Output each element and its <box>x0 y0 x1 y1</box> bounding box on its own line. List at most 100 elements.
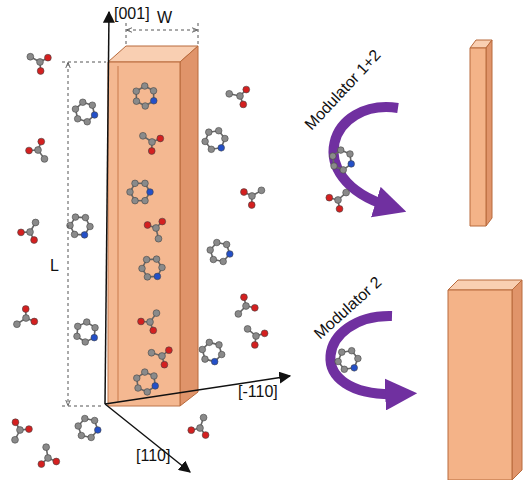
carbon-atom <box>43 444 50 451</box>
oxygen-atom <box>241 294 248 301</box>
carbon-atom <box>206 339 213 346</box>
oxygen-atom <box>138 318 145 325</box>
acetate-molecule <box>14 306 38 328</box>
acetate-molecule <box>144 218 166 242</box>
axis-110 <box>105 404 190 472</box>
carbon-atom <box>215 127 222 134</box>
carbon-atom <box>235 310 242 317</box>
dimension-line <box>62 406 104 407</box>
carbon-atom <box>74 323 81 330</box>
acetate-molecule <box>27 53 51 74</box>
carbon-atom <box>27 229 34 236</box>
pyridine-molecule <box>75 415 101 441</box>
pyridine-molecule <box>127 180 154 204</box>
carbon-atom <box>335 197 342 204</box>
carbon-atom <box>210 256 217 263</box>
oxygen-atom <box>38 461 45 468</box>
carbon-atom <box>132 180 139 187</box>
oxygen-atom <box>150 327 157 334</box>
carbon-atom <box>153 256 160 263</box>
oxygen-atom <box>248 202 255 209</box>
carbon-atom <box>83 319 90 326</box>
carbon-atom <box>237 93 244 100</box>
oxygen-atom <box>240 101 247 108</box>
carbon-atom <box>89 102 96 109</box>
carbon-atom <box>32 219 39 226</box>
acetate-molecule <box>235 294 258 317</box>
oxygen-atom <box>188 427 195 434</box>
carbon-atom <box>218 351 225 358</box>
nitrogen-atom <box>152 383 159 390</box>
oxygen-atom <box>44 54 51 61</box>
carbon-atom <box>244 326 251 333</box>
carbon-atom <box>139 265 146 272</box>
carbon-atom <box>143 256 150 263</box>
oxygen-atom <box>251 304 258 311</box>
dimension-label: W <box>157 10 172 26</box>
oxygen-atom <box>161 361 168 368</box>
carbon-atom <box>200 414 207 421</box>
carbon-atom <box>223 241 230 248</box>
acetate-molecule <box>26 138 48 162</box>
carbon-atom <box>243 303 250 310</box>
oxygen-atom <box>157 135 164 142</box>
carbon-atom <box>71 231 78 238</box>
carbon-atom <box>132 197 139 204</box>
nitrogen-atom <box>91 112 98 119</box>
carbon-atom <box>159 353 166 360</box>
pyridine-molecule <box>335 347 361 372</box>
carbon-atom <box>338 349 345 356</box>
pyridine-molecule <box>207 239 233 265</box>
dimension-line <box>126 22 127 44</box>
molecule-layer <box>127 83 361 396</box>
carbon-atom <box>133 88 140 95</box>
oxygen-atom <box>26 147 33 154</box>
carbon-atom <box>258 187 265 194</box>
carbon-atom <box>133 375 140 382</box>
modulator-arrow <box>334 107 398 206</box>
carbon-atom <box>329 153 336 160</box>
carbon-atom <box>202 138 209 145</box>
oxygen-atom <box>148 148 155 155</box>
oxygen-atom <box>243 86 250 93</box>
modulator-arrow <box>330 316 398 394</box>
dimension-label: L <box>50 258 59 274</box>
acetate-molecule <box>148 347 172 368</box>
carbon-atom <box>45 455 52 462</box>
carbon-atom <box>148 349 155 356</box>
carbon-atom <box>335 358 342 365</box>
carbon-atom <box>14 321 21 328</box>
oxygen-atom <box>144 222 151 229</box>
pyridine-molecule <box>133 83 157 110</box>
oxygen-atom <box>202 432 209 439</box>
oxygen-atom <box>31 237 38 244</box>
carbon-atom <box>202 356 209 363</box>
carbon-atom <box>159 264 166 271</box>
crystal-front <box>108 62 180 406</box>
carbon-atom <box>84 118 91 125</box>
acetate-molecule <box>326 189 350 212</box>
acetate-molecule <box>38 444 60 468</box>
carbon-atom <box>82 339 89 346</box>
crystal-side <box>486 40 492 226</box>
carbon-atom <box>133 98 140 105</box>
carbon-atom <box>78 432 85 439</box>
carbon-atom <box>135 385 142 392</box>
crystal-side <box>512 280 522 480</box>
oxygen-atom <box>31 318 38 325</box>
acetate-molecule <box>140 132 164 154</box>
nitrogen-atom <box>351 365 358 372</box>
carbon-atom <box>199 346 206 353</box>
oxygen-atom <box>326 194 333 201</box>
axis-label: [-110] <box>238 384 278 400</box>
carbon-atom <box>23 315 30 322</box>
carbon-atom <box>141 83 148 90</box>
nitrogen-atom <box>150 97 157 104</box>
carbon-atom <box>144 274 151 281</box>
carbon-atom <box>205 129 212 136</box>
acetate-molecule <box>18 219 39 243</box>
carbon-atom <box>149 139 156 146</box>
carbon-atom <box>337 147 344 154</box>
carbon-atom <box>153 310 160 317</box>
